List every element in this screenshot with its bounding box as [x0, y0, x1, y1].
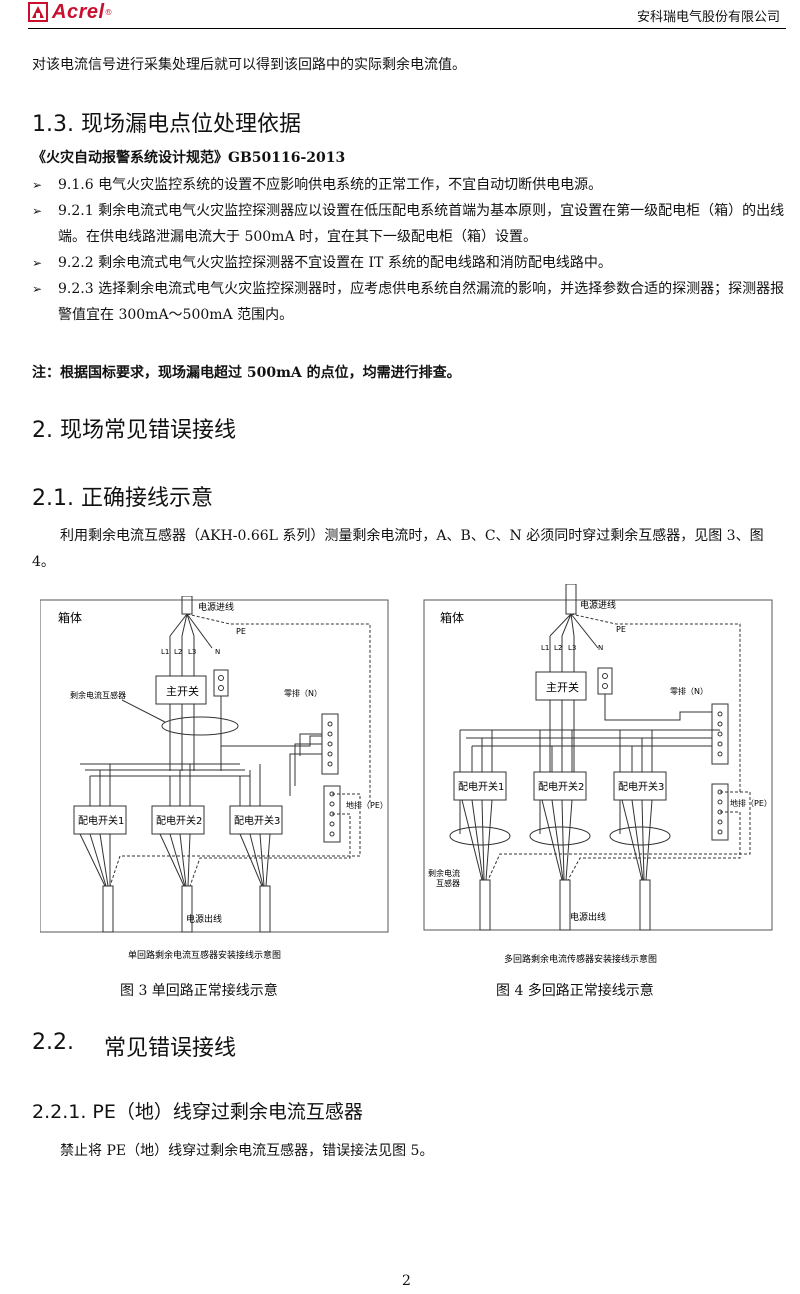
figure-3-caption: 图 3 单回路正常接线示意 — [120, 983, 278, 999]
rcct-label-line2: 互感器 — [436, 878, 460, 888]
rcct-ring-3 — [609, 826, 671, 846]
standard-title: 《火灾自动报警系统设计规范》GB50116-2013 — [32, 150, 346, 166]
heading-2-1: 2.1. 正确接线示意 — [32, 486, 213, 511]
rcct-ring-2 — [529, 826, 591, 846]
heading-2-2-title: 常见错误接线 — [104, 1036, 237, 1061]
main-switch-box — [535, 671, 587, 701]
rcct-ring — [161, 716, 239, 736]
switch-1-label: 配电开关1 — [78, 814, 124, 827]
figure-4-diagram: 箱体 电源进线 PE L1 L2 L3 N 主开关 零排（N） 配电开关1 配电… — [423, 584, 773, 965]
company-name: 安科瑞电气股份有限公司 — [636, 10, 780, 25]
figure-4-caption: 图 4 多回路正常接线示意 — [496, 983, 654, 999]
l1-label: L1 — [161, 648, 169, 656]
paragraph-2-1: 利用剩余电流互感器（AKH-0.66L 系列）测量剩余电流时，A、B、C、N 必… — [32, 528, 764, 570]
acrel-logo-icon — [28, 2, 48, 22]
distribution-switch-2 — [533, 771, 587, 801]
arrow-bullet-icon: ➢ — [32, 282, 43, 296]
logo-text: Acrel — [52, 0, 105, 23]
page-number: 2 — [402, 1273, 411, 1289]
clause-text: 9.2.3 选择剩余电流式电气火灾监控探测器时，应考虑供电系统自然漏流的影响，并… — [58, 281, 785, 323]
switch-3-label: 配电开关3 — [618, 780, 664, 793]
list-item: ➢ 9.1.6 电气火灾监控系统的设置不应影响供电系统的正常工作，不宜自动切断供… — [32, 172, 788, 198]
pe-wire — [570, 613, 741, 794]
incoming-cable — [181, 596, 193, 615]
l1-label: L1 — [541, 644, 549, 652]
distribution-switch-3 — [229, 805, 283, 835]
figure-4-inner-title: 多回路剩余电流传感器安装接线示意图 — [504, 953, 657, 965]
cabinet-outline — [40, 599, 389, 933]
pe-label: PE — [236, 627, 246, 636]
heading-2: 2. 现场常见错误接线 — [32, 418, 236, 443]
neutral-bar — [711, 703, 729, 765]
cabinet-outline — [423, 599, 773, 931]
incoming-cable — [565, 584, 577, 615]
arrow-bullet-icon: ➢ — [32, 256, 43, 270]
n-terminal — [597, 667, 613, 695]
heading-2-2-number: 2.2. — [32, 1030, 74, 1055]
standard-clauses-list: ➢ 9.1.6 电气火灾监控系统的设置不应影响供电系统的正常工作，不宜自动切断供… — [32, 172, 788, 328]
list-item: ➢ 9.2.2 剩余电流式电气火灾监控探测器不宜设置在 IT 系统的配电线路和消… — [32, 250, 788, 276]
l2-label: L2 — [554, 644, 562, 652]
paragraph-2-2-1: 禁止将 PE（地）线穿过剩余电流互感器，错误接法见图 5。 — [60, 1143, 434, 1159]
l3-label: L3 — [188, 648, 196, 656]
heading-2-2-1: 2.2.1. PE（地）线穿过剩余电流互感器 — [32, 1101, 363, 1123]
distribution-switch-2 — [151, 805, 205, 835]
rcct-label-line1: 剩余电流 — [428, 868, 460, 878]
clause-text: 9.2.1 剩余电流式电气火灾监控探测器应以设置在低压配电系统首端为基本原则，宜… — [58, 203, 785, 245]
header-divider — [28, 28, 786, 29]
cabinet-label: 箱体 — [440, 610, 464, 625]
rcct-label: 剩余电流互感器 — [70, 690, 126, 700]
intro-line: 对该电流信号进行采集处理后就可以得到该回路中的实际剩余电流值。 — [32, 57, 466, 73]
l3-label: L3 — [568, 644, 576, 652]
list-item: ➢ 9.2.1 剩余电流式电气火灾监控探测器应以设置在低压配电系统首端为基本原则… — [32, 198, 788, 250]
pe-wire — [186, 613, 371, 802]
switch-1-label: 配电开关1 — [458, 780, 504, 793]
earth-bar-label: 地排（PE） — [730, 798, 772, 808]
power-out-label: 电源出线 — [570, 911, 606, 923]
main-switch-label: 主开关 — [166, 684, 199, 698]
list-item: ➢ 9.2.3 选择剩余电流式电气火灾监控探测器时，应考虑供电系统自然漏流的影响… — [32, 276, 788, 328]
earth-bar-label: 地排（PE） — [346, 800, 388, 810]
switch-2-label: 配电开关2 — [156, 814, 202, 827]
distribution-switch-1 — [453, 771, 507, 801]
figure-3-inner-title: 单回路剩余电流互感器安装接线示意图 — [128, 949, 281, 961]
neutral-bar — [321, 713, 339, 775]
power-in-label: 电源进线 — [198, 601, 234, 613]
n-terminal — [213, 669, 229, 697]
switch-2-label: 配电开关2 — [538, 780, 584, 793]
power-in-label: 电源进线 — [580, 599, 616, 611]
n-label: N — [215, 648, 220, 656]
company-logo: Acrel ® — [28, 0, 113, 24]
figure-3-diagram: 箱体 电源进线 PE L1 L2 L3 N 主开关 剩余电流互感器 零排（N） … — [40, 596, 389, 961]
main-switch-label: 主开关 — [546, 680, 579, 694]
clause-text: 9.2.2 剩余电流式电气火灾监控探测器不宜设置在 IT 系统的配电线路和消防配… — [58, 255, 612, 271]
n-label: N — [598, 644, 603, 652]
pe-label: PE — [616, 625, 626, 634]
logo-registered-mark: ® — [104, 7, 113, 17]
note-text: 注：根据国标要求，现场漏电超过 500mA 的点位，均需进行排查。 — [32, 365, 461, 381]
main-switch-box — [155, 675, 207, 705]
l2-label: L2 — [174, 648, 182, 656]
neutral-bar-label: 零排（N） — [284, 688, 322, 698]
arrow-bullet-icon: ➢ — [32, 204, 43, 218]
cabinet-label: 箱体 — [58, 610, 82, 625]
neutral-bar-label: 零排（N） — [670, 686, 708, 696]
switch-3-label: 配电开关3 — [234, 814, 280, 827]
rcct-ring-1 — [449, 826, 511, 846]
clause-text: 9.1.6 电气火灾监控系统的设置不应影响供电系统的正常工作，不宜自动切断供电电… — [58, 177, 603, 193]
distribution-switch-3 — [613, 771, 667, 801]
power-out-label: 电源出线 — [186, 913, 222, 925]
heading-1-3: 1.3. 现场漏电点位处理依据 — [32, 112, 301, 137]
arrow-bullet-icon: ➢ — [32, 178, 43, 192]
distribution-switch-1 — [73, 805, 127, 835]
